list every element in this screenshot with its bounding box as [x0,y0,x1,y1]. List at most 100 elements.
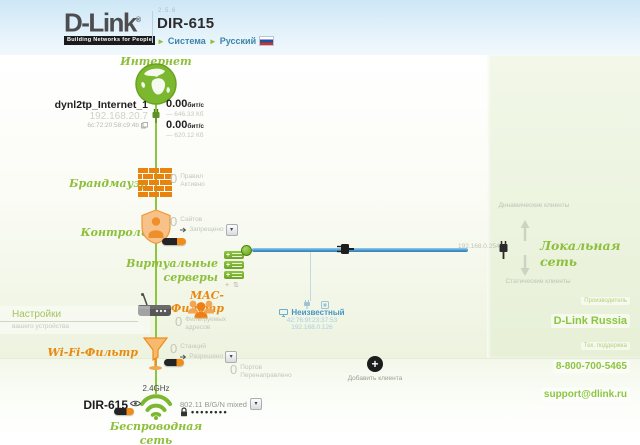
wifi-signal-icon[interactable] [138,391,174,425]
control-dropdown-button[interactable]: ▾ [225,224,238,237]
vendor-name: D-Link Russia [550,313,630,329]
upload-total: — 646.33 Кб [166,111,204,118]
wifi-filter-toggle[interactable] [164,359,184,366]
wifi-filter-dropdown-button[interactable]: ▾ [225,351,238,364]
firewall-bricks-icon[interactable] [138,168,172,202]
wifi-filter-label: Wi-Fi-Фильтр [47,346,138,359]
control-label: Контроль [80,226,148,239]
client-plug-icon [304,300,310,309]
client-device-icon[interactable] [321,301,329,309]
lan-plug-icon[interactable] [497,240,510,260]
wifi-mode-row: 802.11 B/G/N mixed ▾ [180,398,262,410]
mac-filter-count: 0 [175,314,183,329]
firewall-count: 0 [170,171,178,186]
device-model: DIR-615 [157,15,215,32]
ports-stat-line1: Портов [240,364,262,371]
wifi-mode-value: 802.11 B/G/N mixed [180,399,247,409]
internet-globe-icon[interactable] [134,62,178,111]
lan-port-dot-icon[interactable] [241,245,252,256]
router-icon[interactable] [135,293,173,324]
eye-icon[interactable] [130,400,141,407]
wan-ip: 192.168.20.7 [89,111,148,122]
wifi-filter-stat-line1: Станций [180,343,207,350]
download-rate: 0.00 [166,119,188,131]
ports-stat-line2: Перенаправлено [240,372,292,380]
cable-plug-icon[interactable] [336,242,354,261]
mac-filter-group-icon[interactable] [186,298,216,324]
mac-filter-stat-line1: Фильтруемых [185,316,227,323]
dlink-logo: D-Link® Building Networks for People [64,7,156,45]
control-count: 0 [170,214,178,229]
chevron-right-icon: ► [157,36,165,46]
internet-label: Интернет [120,55,192,68]
client-block: Неизвестный 42:76:9f:23:37:53 192.168.0.… [262,308,362,331]
client-name-link[interactable]: Неизвестный [291,308,345,317]
menu-language[interactable]: Русский [219,36,257,46]
control-toggle[interactable] [162,238,186,245]
wifi-filter-stat-line2: Разрешено [189,353,224,361]
header-menu: ► Система ► Русский [157,36,275,46]
support-email[interactable]: support@dlink.ru [540,388,630,402]
virtual-servers-icon[interactable]: + + + [224,251,244,281]
wifi-band-label: 2.4GHz [142,384,170,393]
bottom-area [0,358,640,445]
dynamic-clients-label: Динамические клиенты [498,202,570,209]
wan-plug-icon[interactable] [150,108,162,129]
russian-flag-icon[interactable] [259,36,275,46]
ports-count: 0 [230,362,238,377]
support-block: Производитель D-Link Russia Тех. поддерж… [510,287,630,404]
add-client-button[interactable]: + [367,356,383,372]
brand-text: D-Link [64,7,137,38]
chevron-right-icon: ► [208,36,217,46]
support-phone[interactable]: 8-800-700-5465 [552,359,630,374]
lan-brace-arrows-icon [520,220,530,276]
wan-traffic-stats: 0.00бит/с — 646.33 Кб 0.00бит/с — 620.12… [166,98,205,140]
lan-ip: 192.168.0.254 [458,243,500,250]
lock-icon[interactable] [180,407,188,417]
settings-sublabel: вашего устройства [12,323,69,330]
copy-icon[interactable] [141,122,148,129]
block-mode-icon [180,228,187,233]
static-clients-label: Статические клиенты [505,278,571,285]
header-divider [152,11,153,43]
add-client-label: Добавить клиента [347,375,403,382]
support-caption: Тех. поддержка [580,342,630,351]
control-stat-line1: Сайтов [180,216,203,223]
ports-stats: 0 Портов Перенаправлено [230,362,292,381]
settings-strip [0,306,150,334]
upload-rate: 0.00 [166,98,188,110]
firewall-label: Брандмауэр [69,177,148,190]
wireless-network-label: Беспроводная сеть [109,420,203,445]
mac-filter-stats: 0 Фильтруемых адресов [175,314,227,333]
upload-unit: бит/с [187,102,205,109]
mac-filter-stat-line2: адресов [185,324,211,332]
control-shield-icon[interactable] [140,209,172,250]
lan-cable [252,248,468,252]
lan-side-panel [487,55,640,358]
client-mac: 42:76:9f:23:37:53 [286,317,338,324]
download-total: — 620.12 Кб [166,132,204,139]
connection-name[interactable]: dynl2tp_Internet_1 [54,99,148,111]
wifi-password-row: •••••••• [180,407,228,417]
client-drop-line [310,252,311,301]
lan-label: Локальная сеть [540,238,621,269]
firmware-version: 2.5.6 [158,8,177,14]
firewall-stat-line2: Активно [180,181,205,189]
settings-label: Настройки [12,309,62,320]
wan-mac: 6c:72:20:58:c9:4b [87,122,139,129]
brand-tagline: Building Networks for People [64,35,156,45]
virtual-servers-controls[interactable]: + ⇅ [225,282,240,289]
wifi-filter-funnel-icon[interactable] [142,336,169,376]
control-stats: 0 Сайтов Запрещено ▾ [170,214,238,237]
client-ip: 192.168.0.126 [291,324,333,331]
firewall-stat-line1: Правил [180,173,204,180]
settings-line [0,321,138,322]
wifi-filter-count: 0 [170,341,178,356]
menu-system[interactable]: Система [167,36,206,46]
wan-connection-info[interactable]: dynl2tp_Internet_1 192.168.20.7 6c:72:20… [6,99,148,129]
wifi-mode-dropdown-button[interactable]: ▾ [249,398,262,410]
wifi-password-masked: •••••••• [191,407,229,417]
wifi-toggle[interactable] [114,408,134,415]
download-unit: бит/с [187,123,205,130]
